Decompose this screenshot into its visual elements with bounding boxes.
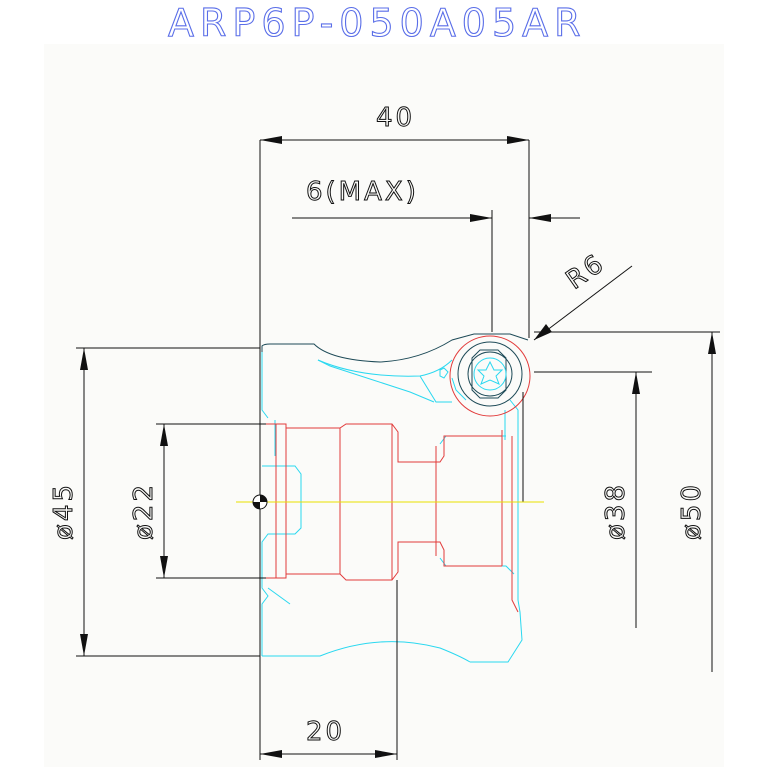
dim-bore-diameter: ø22 [129, 482, 159, 540]
drawing-sheet [44, 44, 724, 767]
torx-screw-icon [473, 357, 507, 391]
dim-corner-radius: R6 [561, 248, 611, 296]
dim-cutting-diameter: ø50 [677, 482, 707, 540]
dim-bore-depth: 20 [306, 717, 345, 747]
dim-max-depth: 6(MAX) [306, 177, 419, 207]
insert-outline [261, 333, 529, 407]
internal-geometry [266, 335, 531, 613]
dim-inner-diameter: ø38 [601, 482, 631, 540]
center-mark-icon [252, 494, 268, 510]
dim-body-diameter: ø45 [49, 482, 79, 540]
drawing-title: ARP6P-050A05AR [168, 1, 587, 45]
dimension-arrows [80, 136, 716, 758]
dim-overall-length: 40 [376, 103, 415, 133]
